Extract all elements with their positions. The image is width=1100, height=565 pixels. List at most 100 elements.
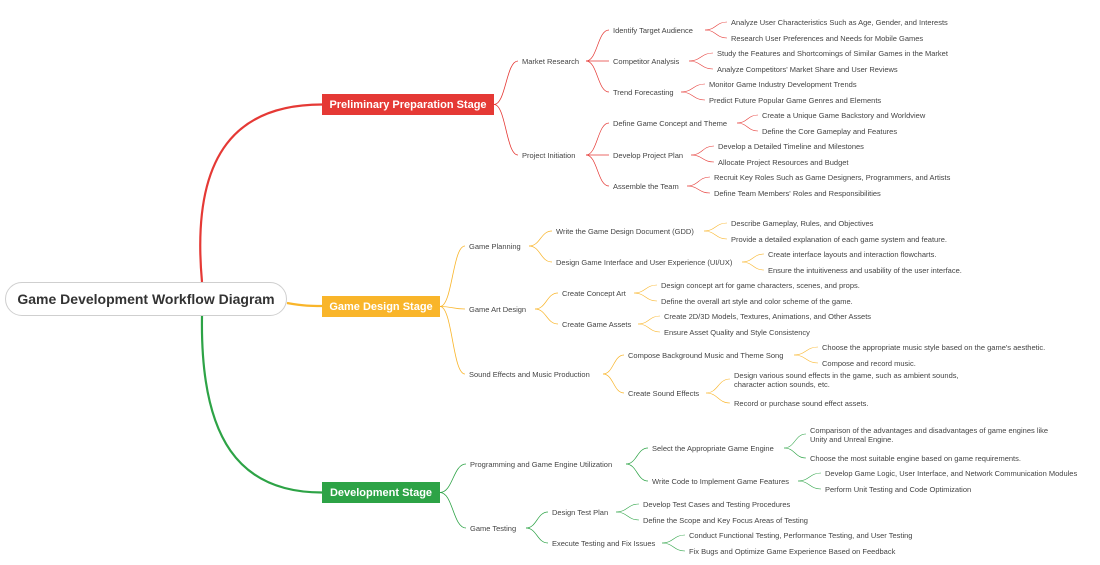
link-stage0-branch0 <box>493 60 519 105</box>
item-0-0-0-label[interactable]: Identify Target Audience <box>613 26 693 35</box>
item-1-2-1-label[interactable]: Create Sound Effects <box>628 389 700 398</box>
link-item0-1-0-detail0 <box>736 114 759 124</box>
item-0-0-2-label[interactable]: Trend Forecasting <box>613 88 674 97</box>
detail-1-1-0-0[interactable]: Design concept art for game characters, … <box>661 281 860 290</box>
branch-1-0-label[interactable]: Game Planning <box>469 242 521 251</box>
link-item2-1-1-detail0 <box>661 534 686 544</box>
item-1-2-0-label[interactable]: Compose Background Music and Theme Song <box>628 351 784 360</box>
link-branch1-1-item0 <box>534 292 559 310</box>
root-link-preliminary <box>199 103 323 283</box>
link-item1-2-1-detail0 <box>705 378 731 394</box>
detail-2-0-1-1[interactable]: Perform Unit Testing and Code Optimizati… <box>825 485 972 494</box>
item-0-0-1-label[interactable]: Competitor Analysis <box>613 57 680 66</box>
link-branch2-0-item1 <box>625 463 649 482</box>
stage-node-development[interactable]: Development Stage <box>322 482 440 503</box>
detail-2-1-0-1[interactable]: Define the Scope and Key Focus Areas of … <box>643 516 808 525</box>
item-1-1-1-label[interactable]: Create Game Assets <box>562 320 632 329</box>
detail-1-1-0-1[interactable]: Define the overall art style and color s… <box>661 297 853 306</box>
link-branch2-1-item1 <box>525 527 549 544</box>
detail-0-0-0-0[interactable]: Analyze User Characteristics Such as Age… <box>731 18 948 27</box>
link-item1-0-0-detail1 <box>703 230 728 240</box>
item-2-0-1-label[interactable]: Write Code to Implement Game Features <box>652 477 789 486</box>
detail-0-0-1-0[interactable]: Study the Features and Shortcomings of S… <box>717 49 948 58</box>
link-stage2-branch0 <box>439 463 467 493</box>
link-item1-2-0-detail1 <box>793 354 819 364</box>
detail-1-0-0-0[interactable]: Describe Gameplay, Rules, and Objectives <box>731 219 874 228</box>
link-item0-0-0-detail0 <box>704 21 728 31</box>
detail-1-1-1-1[interactable]: Ensure Asset Quality and Style Consisten… <box>664 328 810 337</box>
link-item0-0-1-detail1 <box>688 60 714 70</box>
link-stage1-branch1 <box>439 306 466 310</box>
stage-node-game-design[interactable]: Game Design Stage <box>322 296 440 317</box>
link-item0-1-0-detail1 <box>736 122 759 132</box>
item-2-1-0-label[interactable]: Design Test Plan <box>552 508 609 517</box>
detail-1-2-1-0[interactable]: Design various sound effects in the game… <box>734 371 959 389</box>
detail-1-2-0-0[interactable]: Choose the appropriate music style based… <box>822 343 1046 352</box>
item-2-0-0-label[interactable]: Select the Appropriate Game Engine <box>652 444 774 453</box>
detail-0-0-2-0[interactable]: Monitor Game Industry Development Trends <box>709 80 857 89</box>
detail-0-0-2-1[interactable]: Predict Future Popular Game Genres and E… <box>709 96 882 105</box>
link-item0-1-2-detail0 <box>686 176 711 187</box>
link-item2-1-0-detail0 <box>615 503 640 513</box>
branch-1-1-label[interactable]: Game Art Design <box>469 305 527 314</box>
item-1-0-1-label[interactable]: Design Game Interface and User Experienc… <box>556 258 733 267</box>
link-item1-1-1-detail1 <box>637 323 661 333</box>
link-item2-0-0-detail0 <box>783 433 807 449</box>
detail-0-1-2-1[interactable]: Define Team Members' Roles and Responsib… <box>714 189 881 198</box>
detail-2-1-1-1[interactable]: Fix Bugs and Optimize Game Experience Ba… <box>689 547 896 556</box>
detail-0-1-0-0[interactable]: Create a Unique Game Backstory and World… <box>762 111 926 120</box>
detail-0-0-0-1[interactable]: Research User Preferences and Needs for … <box>731 34 924 43</box>
link-branch1-2-item0 <box>602 354 625 375</box>
link-branch0-0-item0 <box>585 29 610 62</box>
link-branch1-0-item0 <box>528 230 553 247</box>
item-0-1-0-label[interactable]: Define Game Concept and Theme <box>613 119 728 128</box>
link-item1-1-0-detail0 <box>633 284 658 294</box>
link-item2-1-0-detail1 <box>615 511 640 521</box>
branch-0-0-label[interactable]: Market Research <box>522 57 580 66</box>
detail-2-0-0-0[interactable]: Comparison of the advantages and disadva… <box>810 426 1049 444</box>
root-node[interactable]: Game Development Workflow Diagram <box>5 282 287 316</box>
link-item0-0-2-detail0 <box>680 83 706 93</box>
detail-0-1-2-0[interactable]: Recruit Key Roles Such as Game Designers… <box>714 173 951 182</box>
branch-1-2-label[interactable]: Sound Effects and Music Production <box>469 370 590 379</box>
link-item0-0-0-detail1 <box>704 29 728 39</box>
detail-1-0-0-1[interactable]: Provide a detailed explanation of each g… <box>731 235 947 244</box>
branch-2-0-label[interactable]: Programming and Game Engine Utilization <box>470 460 613 469</box>
link-stage1-branch2 <box>439 306 466 375</box>
detail-1-1-1-0[interactable]: Create 2D/3D Models, Textures, Animation… <box>664 312 872 321</box>
branch-2-1-label[interactable]: Game Testing <box>470 524 517 533</box>
detail-1-2-1-1[interactable]: Record or purchase sound effect assets. <box>734 399 869 408</box>
link-item1-0-1-detail1 <box>741 261 765 271</box>
detail-0-1-1-0[interactable]: Develop a Detailed Timeline and Mileston… <box>718 142 864 151</box>
link-branch1-2-item1 <box>602 373 625 394</box>
detail-2-1-0-0[interactable]: Develop Test Cases and Testing Procedure… <box>643 500 791 509</box>
item-1-1-0-label[interactable]: Create Concept Art <box>562 289 626 298</box>
detail-0-1-1-1[interactable]: Allocate Project Resources and Budget <box>718 158 849 167</box>
item-2-1-1-label[interactable]: Execute Testing and Fix Issues <box>552 539 656 548</box>
item-1-0-0-label[interactable]: Write the Game Design Document (GDD) <box>556 227 694 236</box>
detail-2-0-0-1[interactable]: Choose the most suitable engine based on… <box>810 454 1021 463</box>
detail-0-1-0-1[interactable]: Define the Core Gameplay and Features <box>762 127 898 136</box>
link-item0-0-2-detail1 <box>680 91 706 101</box>
detail-2-1-1-0[interactable]: Conduct Functional Testing, Performance … <box>689 531 913 540</box>
detail-1-0-1-0[interactable]: Create interface layouts and interaction… <box>768 250 937 259</box>
link-item0-1-1-detail0 <box>690 145 715 156</box>
detail-1-0-1-1[interactable]: Ensure the intuitiveness and usability o… <box>768 266 962 275</box>
detail-2-0-1-0[interactable]: Develop Game Logic, User Interface, and … <box>825 469 1078 478</box>
detail-0-0-1-1[interactable]: Analyze Competitors' Market Share and Us… <box>717 65 898 74</box>
link-item2-0-1-detail0 <box>797 472 822 482</box>
detail-1-2-0-1[interactable]: Compose and record music. <box>822 359 916 368</box>
item-0-1-2-label[interactable]: Assemble the Team <box>613 182 679 191</box>
link-item0-1-1-detail1 <box>690 154 715 163</box>
link-stage1-branch0 <box>439 245 466 307</box>
item-0-1-1-label[interactable]: Develop Project Plan <box>613 151 684 160</box>
branch-0-1-label[interactable]: Project Initiation <box>522 151 576 160</box>
link-item1-0-1-detail0 <box>741 253 765 263</box>
stage-node-preliminary[interactable]: Preliminary Preparation Stage <box>322 94 494 115</box>
link-item1-1-1-detail0 <box>637 315 661 325</box>
link-item1-0-0-detail0 <box>703 222 728 232</box>
link-item1-2-0-detail0 <box>793 346 819 356</box>
link-branch1-1-item1 <box>534 308 559 325</box>
